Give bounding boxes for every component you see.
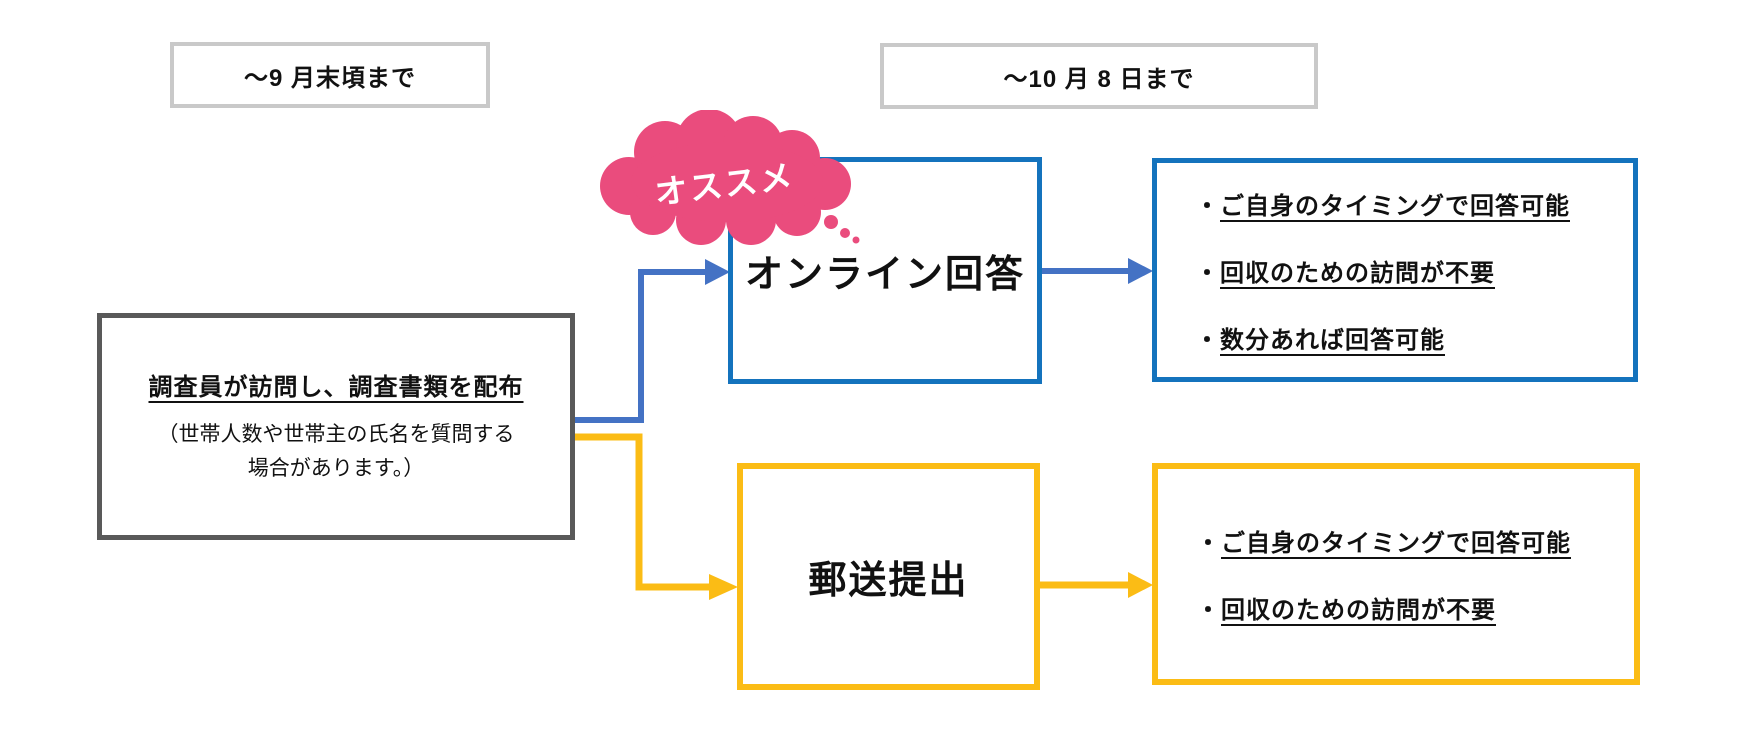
benefit-item: ・回収のための訪問が不要	[1196, 590, 1496, 625]
benefit-text: 回収のための訪問が不要	[1221, 597, 1496, 624]
timeline-phase2-box: ～10 月 8 日まで	[880, 43, 1318, 109]
timeline-phase1-label: ～9 月末頃まで	[243, 64, 416, 92]
benefit-text: 回収のための訪問が不要	[1220, 259, 1495, 287]
online-benefits-box: ・ご自身のタイミングで回答可能 ・回収のための訪問が不要 ・数分あれば回答可能	[1152, 158, 1638, 382]
mail-benefits-box: ・ご自身のタイミングで回答可能 ・回収のための訪問が不要	[1152, 463, 1640, 685]
bullet-point: ・	[1195, 259, 1220, 287]
mail-submit-label: 郵送提出	[808, 560, 969, 602]
benefit-item: ・回収のための訪問が不要	[1195, 253, 1495, 288]
bullet-point: ・	[1195, 326, 1220, 354]
benefit-item: ・ご自身のタイミングで回答可能	[1195, 186, 1570, 221]
bullet-point: ・	[1196, 597, 1221, 624]
bullet-point: ・	[1196, 530, 1221, 557]
timeline-phase1-box: ～9 月末頃まで	[170, 42, 490, 108]
online-answer-label: オンライン回答	[744, 254, 1025, 296]
benefit-item: ・ご自身のタイミングで回答可能	[1196, 523, 1571, 558]
arrow-mail-to-benefits	[1040, 572, 1153, 598]
timeline-phase2-label: ～10 月 8 日まで	[1003, 65, 1195, 93]
online-answer-box: オンライン回答	[728, 157, 1042, 384]
arrow-distribute-to-mail	[575, 433, 738, 600]
distribute-title: 調査員が訪問し、調査書類を配布	[148, 374, 524, 401]
distribute-box: 調査員が訪問し、調査書類を配布 （世帯人数や世帯主の氏名を質問する場合があります…	[97, 313, 575, 540]
arrow-online-to-benefits	[1042, 258, 1153, 284]
arrow-distribute-to-online	[575, 259, 730, 423]
benefit-item: ・数分あれば回答可能	[1195, 320, 1445, 355]
mail-submit-box: 郵送提出	[737, 463, 1040, 690]
distribute-note: （世帯人数や世帯主の氏名を質問する場合があります。）	[157, 423, 515, 480]
bullet-point: ・	[1195, 192, 1220, 220]
benefit-text: ご自身のタイミングで回答可能	[1220, 192, 1570, 220]
benefit-text: ご自身のタイミングで回答可能	[1221, 530, 1571, 557]
benefit-text: 数分あれば回答可能	[1220, 326, 1445, 354]
